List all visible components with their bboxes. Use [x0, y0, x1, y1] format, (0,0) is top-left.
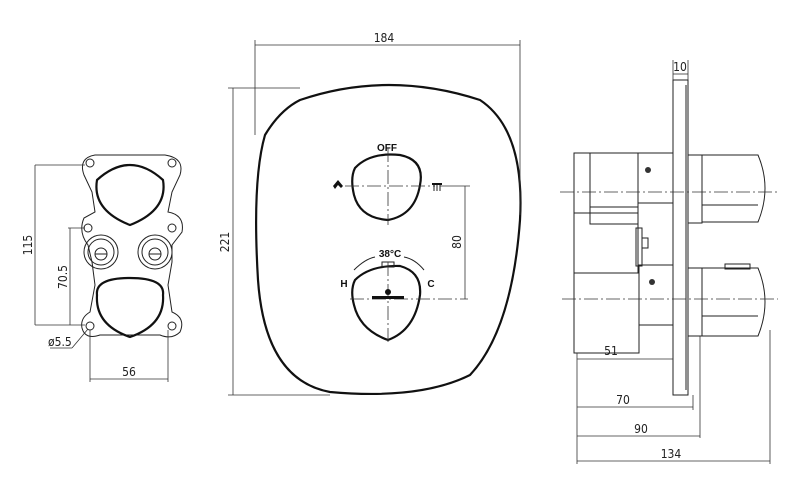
dim-height-221: 221 [218, 232, 232, 253]
off-label: OFF [377, 143, 397, 154]
diverter-handle-side [701, 154, 766, 223]
diverter-knob[interactable] [351, 153, 422, 222]
top-valve-cartridge [95, 163, 165, 227]
dim-plate-10: 10 [673, 60, 687, 74]
profile-view: 10 51 70 90 134 [560, 60, 778, 464]
bottom-valve-cartridge [95, 276, 165, 339]
dim-height-115: 115 [21, 235, 35, 256]
dim-hole-diameter: ø5.5 [48, 335, 72, 349]
shower-head-icon [432, 183, 442, 191]
dim-90: 90 [634, 422, 648, 436]
dim-knob-spacing-80: 80 [450, 235, 464, 249]
dim-width-184: 184 [374, 31, 395, 45]
cover-plate-outline [255, 83, 522, 396]
hot-label: H [340, 279, 347, 290]
dim-width-56: 56 [122, 365, 136, 379]
temperature-label: 38°C [379, 249, 401, 260]
thermostat-handle-side [701, 267, 766, 337]
dim-134: 134 [661, 447, 682, 461]
dim-spacing-70-5: 70.5 [56, 265, 70, 289]
tap-spout-icon [333, 180, 343, 189]
brand-logo [372, 289, 404, 299]
rough-in-body-view: 115 70.5 56 ø5.5 [21, 154, 183, 382]
cold-label: C [427, 279, 434, 290]
dim-51: 51 [604, 344, 618, 358]
dim-70: 70 [616, 393, 630, 407]
thermostat-knob[interactable] [351, 264, 422, 342]
front-cover-view: 184 221 OFF 38°C H C 80 [218, 31, 522, 396]
mounting-holes [83, 158, 177, 331]
cover-plate-side [672, 79, 689, 396]
